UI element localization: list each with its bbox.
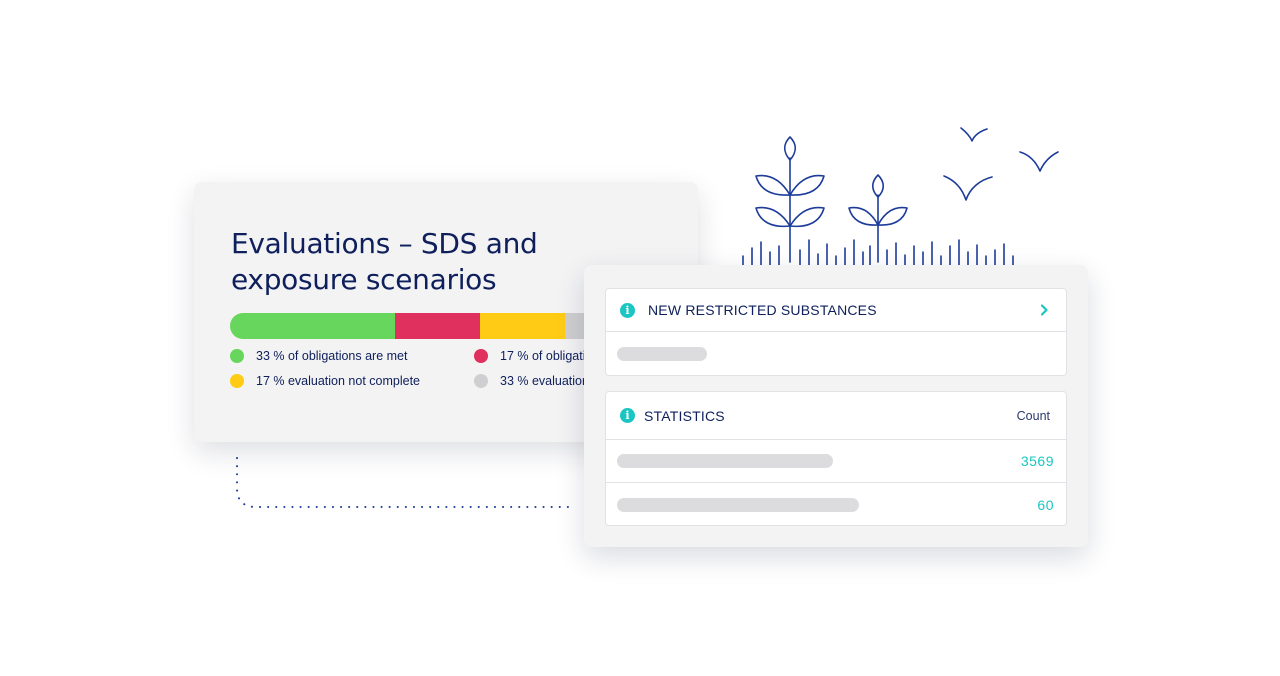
bird-icon: [1019, 151, 1059, 172]
progress-segment: [230, 313, 395, 339]
plant-small-icon: [848, 174, 908, 263]
statistics-title: STATISTICS: [644, 407, 725, 424]
info-icon[interactable]: i: [620, 408, 635, 423]
table-row[interactable]: 3569: [606, 440, 1066, 483]
loading-placeholder: [617, 454, 833, 468]
legend-dot-icon: [230, 349, 244, 363]
legend-label: 33 % of obligations are met: [256, 349, 408, 363]
new-restricted-substances-widget: i NEW RESTRICTED SUBSTANCES: [605, 288, 1067, 376]
bird-icon: [943, 175, 993, 201]
loading-placeholder: [617, 346, 707, 361]
list-item[interactable]: [606, 332, 1066, 375]
count-column-header: Count: [1016, 408, 1050, 423]
statistics-header: i STATISTICS Count: [606, 392, 1066, 440]
info-icon[interactable]: i: [620, 302, 635, 318]
grass-lines: [742, 239, 1014, 266]
new-restricted-substances-header[interactable]: i NEW RESTRICTED SUBSTANCES: [606, 289, 1066, 332]
substances-panel: i NEW RESTRICTED SUBSTANCES i STATISTICS…: [584, 265, 1088, 547]
count-value: 3569: [1020, 453, 1054, 469]
legend-item: 17 % evaluation not complete: [230, 373, 474, 389]
legend-dot-icon: [474, 374, 488, 388]
legend-dot-icon: [230, 374, 244, 388]
legend-label: 17 % evaluation not complete: [256, 374, 420, 388]
plant-large-icon: [755, 136, 825, 263]
chevron-right-icon[interactable]: [1038, 304, 1050, 316]
legend-item: 33 % of obligations are met: [230, 348, 474, 364]
evaluations-title: Evaluations – SDS and exposure scenarios: [231, 227, 538, 296]
legend-dot-icon: [474, 349, 488, 363]
count-value: 60: [1037, 496, 1054, 513]
progress-segment: [395, 313, 480, 339]
table-row[interactable]: 60: [606, 483, 1066, 525]
statistics-widget: i STATISTICS Count 3569 60: [605, 391, 1067, 526]
loading-placeholder: [617, 497, 859, 512]
progress-segment: [480, 313, 565, 339]
new-restricted-substances-title: NEW RESTRICTED SUBSTANCES: [648, 302, 877, 318]
bird-icon: [960, 127, 988, 142]
